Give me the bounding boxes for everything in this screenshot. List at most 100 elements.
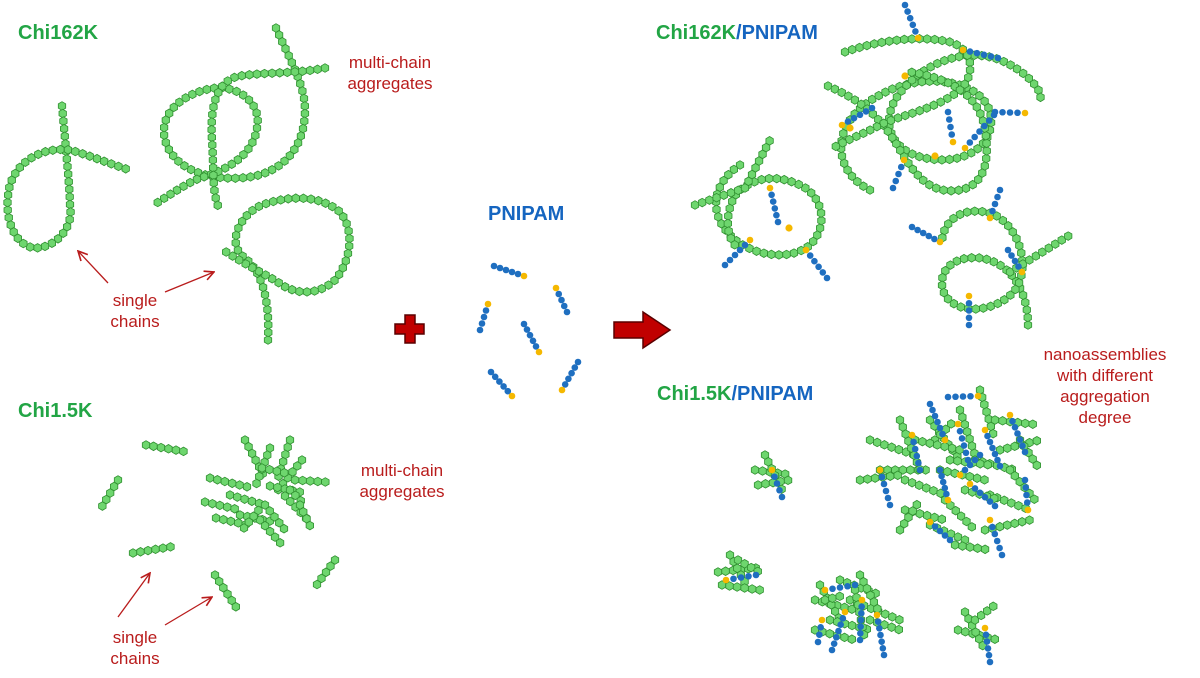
chitosan-unit (231, 238, 240, 248)
title-pnipam-part: PNIPAM (737, 383, 814, 405)
chitosan-unit (211, 513, 221, 523)
chitosan-unit (161, 115, 170, 125)
chitosan-unit (65, 199, 75, 210)
chitosan-unit (172, 185, 182, 195)
pnipam-unit (836, 584, 844, 591)
pnipam-chain (558, 358, 582, 394)
pnipam-unit (856, 111, 864, 119)
chitosan-unit (953, 625, 963, 635)
chitosan-unit (755, 585, 764, 595)
pointer-arrow-single-top-right (164, 272, 214, 293)
pnipam-unit (879, 645, 887, 652)
pnipam-unit (811, 257, 818, 265)
chitosan-unit (291, 490, 300, 501)
chain-layer (3, 23, 1073, 651)
chitosan-unit (998, 416, 1007, 426)
chitosan-unit (855, 42, 864, 53)
note-line: aggregates (359, 482, 445, 501)
pnipam-unit (929, 406, 936, 414)
chitosan-unit (320, 63, 330, 73)
pnipam-unit (868, 104, 876, 112)
chitosan-unit (857, 99, 866, 110)
pnipam-unit (1019, 442, 1026, 450)
chitosan-unit (330, 555, 340, 565)
chitosan-unit (838, 138, 847, 148)
chitosan-unit (225, 84, 234, 94)
pnipam-chain (821, 581, 859, 594)
chitosan-unit (735, 160, 745, 170)
pnipam-unit (1014, 430, 1021, 437)
chitosan-unit (957, 511, 966, 521)
pnipam-unit (906, 14, 914, 22)
chitosan-unit (305, 476, 315, 486)
chitosan-unit (813, 230, 822, 240)
note-line: aggregation (1060, 387, 1150, 406)
pnipam-unit (490, 262, 498, 270)
chitosan-unit (962, 516, 971, 527)
chitosan-unit (321, 567, 331, 578)
chitosan-unit (982, 146, 991, 156)
linker-dot (838, 121, 846, 129)
pnipam-unit (778, 493, 786, 501)
title-slash: / (731, 383, 738, 405)
title-chi162k: Chi162K (18, 22, 99, 44)
pnipam-unit (915, 459, 922, 467)
pnipam-unit (828, 646, 836, 654)
chitosan-chain (740, 136, 774, 193)
linker-dot (941, 436, 949, 444)
pnipam-unit (941, 532, 949, 539)
chitosan-unit (1018, 290, 1028, 300)
chitosan-unit (895, 615, 904, 625)
chitosan-unit (273, 482, 282, 493)
chitosan-unit (723, 218, 732, 229)
chitosan-unit (254, 505, 263, 516)
chitosan-unit (893, 113, 903, 123)
chitosan-unit (260, 289, 270, 300)
pnipam-unit (904, 8, 911, 15)
pnipam-unit (1023, 499, 1031, 506)
pnipam-unit (931, 412, 939, 420)
chitosan-unit (225, 490, 235, 500)
chitosan-unit (317, 573, 326, 584)
pnipam-unit (555, 290, 563, 298)
chitosan-unit (199, 172, 209, 182)
note-aggregates-top: multi-chain aggregates (330, 52, 450, 94)
chitosan-unit (844, 91, 853, 101)
chitosan-unit (202, 84, 211, 95)
chitosan-unit (33, 243, 42, 253)
note-line: multi-chain (348, 53, 432, 72)
note-line: chains (110, 312, 160, 331)
linker-dot (981, 624, 989, 632)
pnipam-chain (954, 420, 972, 464)
chitosan-unit (840, 47, 850, 57)
pnipam-unit (989, 523, 996, 531)
chitosan-unit (936, 97, 945, 107)
chitosan-unit (986, 301, 995, 312)
chitosan-unit (310, 286, 319, 296)
chitosan-unit (874, 90, 883, 101)
chitosan-unit (939, 185, 948, 195)
chitosan-unit (995, 521, 1004, 532)
chitosan-unit (840, 158, 849, 169)
chitosan-unit (958, 541, 967, 551)
chitosan-unit (730, 240, 739, 250)
pnipam-unit (984, 645, 992, 652)
chitosan-unit (287, 284, 297, 295)
pnipam-unit (991, 450, 999, 458)
pnipam-unit (976, 451, 984, 459)
linker-dot (858, 596, 866, 604)
chitosan-chain (260, 500, 289, 534)
pnipam-unit (571, 364, 579, 371)
chitosan-chain (753, 475, 793, 490)
chitosan-unit (888, 612, 897, 622)
linker-dot (876, 466, 884, 474)
chitosan-unit (53, 234, 63, 244)
chitosan-unit (1023, 312, 1032, 323)
chitosan-unit (219, 582, 228, 593)
chitosan-unit (772, 173, 781, 184)
chitosan-unit (929, 100, 938, 110)
chitosan-unit (955, 85, 965, 95)
pnipam-unit (851, 581, 859, 589)
pnipam-unit (976, 128, 983, 135)
chitosan-chain (128, 542, 175, 558)
